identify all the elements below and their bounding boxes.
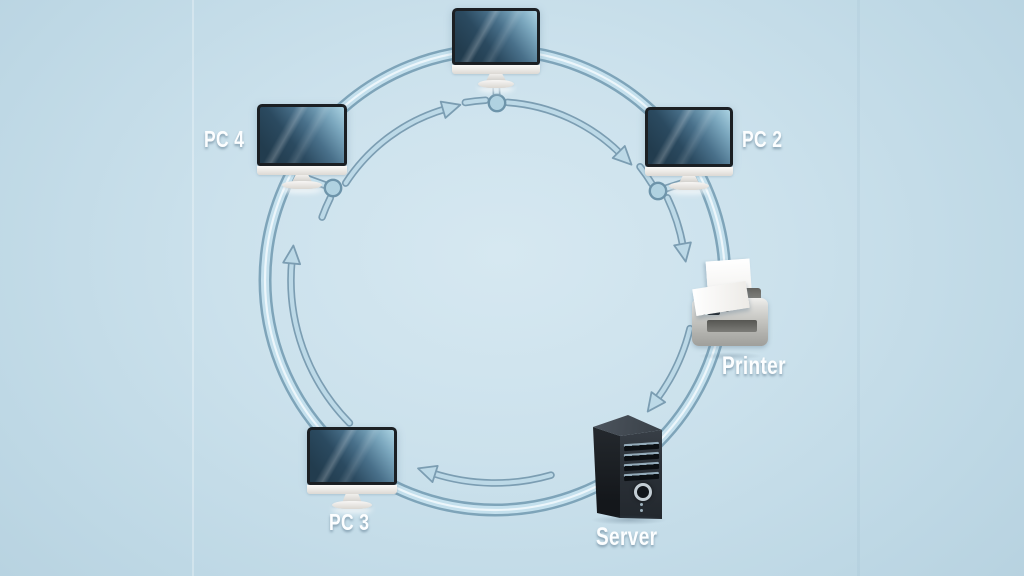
monitor-screen (452, 8, 540, 65)
flow-arrow-fill (430, 471, 554, 486)
node-stub-fill (320, 195, 333, 220)
flow-arrowhead (673, 241, 692, 263)
device-label-pc3: PC 3 (329, 509, 370, 535)
server-led (640, 503, 643, 506)
device-pc4 (257, 104, 347, 189)
flow-arrowhead (417, 464, 439, 484)
monitor-screen (257, 104, 347, 166)
monitor-chin (257, 166, 347, 175)
monitor-stand-base (332, 501, 372, 509)
monitor-screen (307, 427, 397, 485)
server-side-face (593, 427, 620, 518)
server-led (640, 509, 643, 512)
device-pc-top (452, 8, 540, 88)
monitor-stand-neck (679, 176, 699, 183)
flow-arrowhead (439, 100, 462, 119)
device-pc3 (307, 427, 397, 509)
device-server (591, 413, 667, 525)
ring-node (323, 178, 343, 198)
device-printer (690, 258, 770, 360)
server-power-button (634, 483, 652, 501)
flow-arrow-fill (505, 100, 623, 157)
device-label-printer: Printer (722, 352, 786, 380)
flow-arrow-fill (654, 326, 693, 402)
ring-node (487, 93, 507, 113)
monitor-stand-base (669, 182, 709, 190)
ring-node (648, 181, 668, 201)
device-label-server: Server (596, 523, 658, 551)
monitor-chin (645, 167, 733, 176)
flow-arrow-outline (503, 98, 625, 158)
device-pc2 (645, 107, 733, 190)
monitor-stand-neck (342, 494, 362, 503)
flow-arrow-fill (343, 106, 448, 186)
node-stub-fill (463, 98, 488, 105)
flow-arrow-fill (288, 258, 352, 426)
monitor-stand-neck (292, 175, 312, 182)
flow-arrow-outline (341, 105, 450, 187)
flow-arrowhead (611, 145, 633, 166)
monitor-stand-base (478, 80, 514, 88)
device-label-pc4: PC 4 (204, 126, 245, 152)
monitor-stand-base (282, 181, 322, 189)
monitor-chin (452, 65, 540, 74)
flow-arrowhead (646, 391, 667, 413)
monitor-chin (307, 485, 397, 494)
printer-output-slot (707, 320, 757, 332)
flow-arrowhead (282, 244, 302, 266)
monitor-screen (645, 107, 733, 167)
monitor-stand-neck (486, 74, 506, 81)
device-label-pc2: PC 2 (742, 126, 783, 152)
